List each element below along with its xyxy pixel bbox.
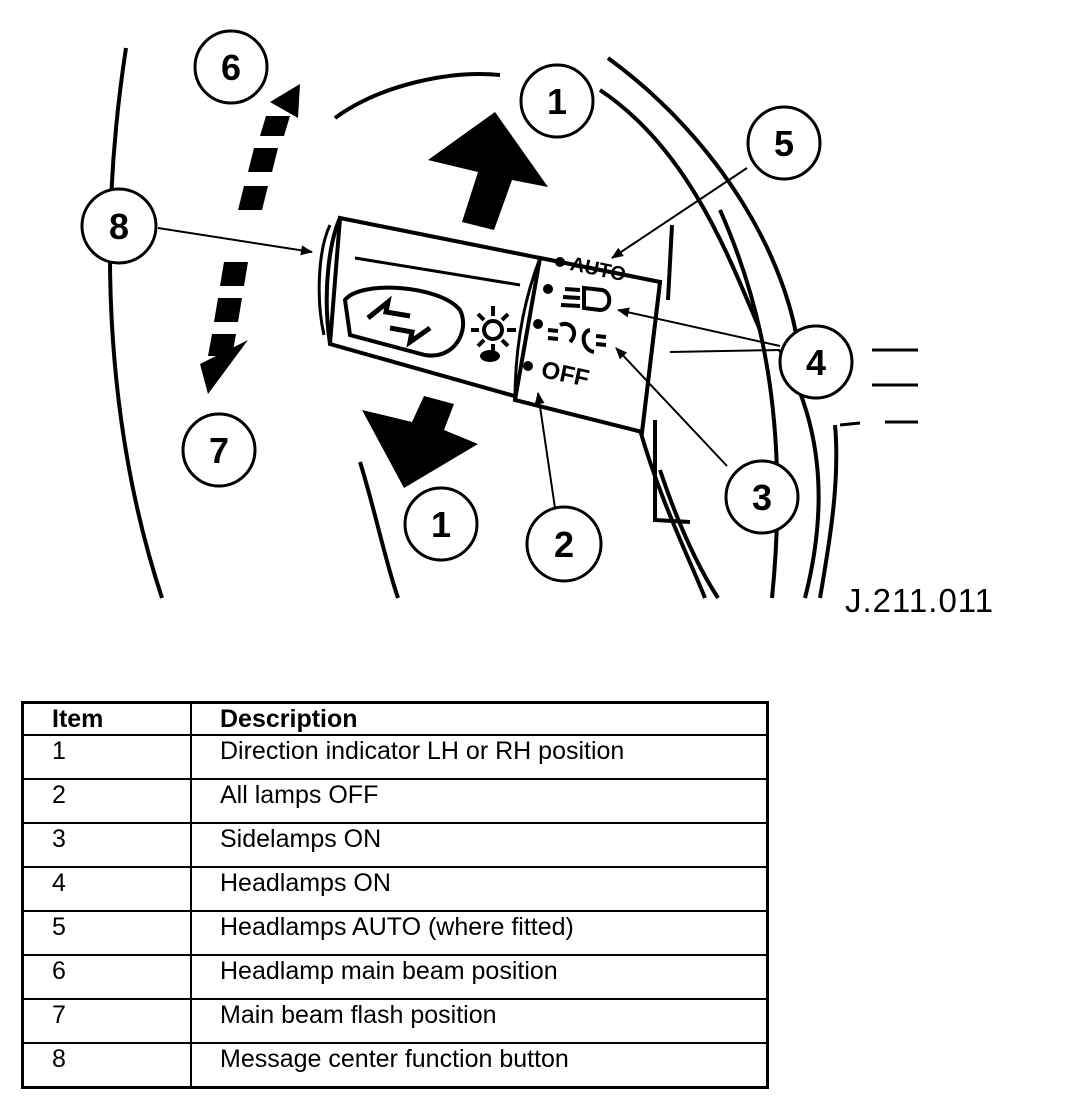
legend-header-row: Item Description (21, 701, 769, 736)
bracket-dashes (839, 348, 918, 427)
indicator-down-arrow (362, 396, 478, 488)
item-description: Message center function button (190, 1042, 769, 1089)
table-row: 5 Headlamps AUTO (where fitted) (21, 910, 769, 956)
sidelamp-icon (547, 321, 607, 354)
item-number: 4 (21, 866, 192, 912)
svg-text:2: 2 (554, 524, 574, 565)
direction-indicator-icon (366, 295, 432, 348)
table-row: 2 All lamps OFF (21, 778, 769, 824)
callout-7: 7 (181, 412, 257, 488)
leader-lines (157, 167, 781, 509)
table-row: 6 Headlamp main beam position (21, 954, 769, 1000)
callout-3: 3 (724, 459, 800, 535)
callout-1-top: 1 (519, 63, 595, 139)
figure-reference: J.211.011 (845, 582, 995, 619)
off-position-dot (523, 361, 533, 371)
callout-5: 5 (746, 105, 822, 181)
svg-text:3: 3 (752, 477, 772, 518)
item-number: 2 (21, 778, 192, 824)
item-description: Direction indicator LH or RH position (190, 734, 769, 780)
item-description: Main beam flash position (190, 998, 769, 1044)
main-beam-dashed-arrow (238, 84, 300, 210)
svg-text:5: 5 (774, 123, 794, 164)
table-row: 1 Direction indicator LH or RH position (21, 734, 769, 780)
lamp-icon (471, 306, 516, 362)
item-number: 1 (21, 734, 192, 780)
legend-table: Item Description 1 Direction indicator L… (21, 701, 769, 1089)
headlamps-position-dot (543, 284, 553, 294)
callout-6: 6 (193, 29, 269, 105)
item-number: 5 (21, 910, 192, 956)
item-description: All lamps OFF (190, 778, 769, 824)
table-row: 7 Main beam flash position (21, 998, 769, 1044)
table-row: 4 Headlamps ON (21, 866, 769, 912)
svg-text:8: 8 (109, 206, 129, 247)
item-number: 6 (21, 954, 192, 1000)
item-number: 7 (21, 998, 192, 1044)
table-row: 8 Message center function button (21, 1042, 769, 1089)
auto-position-dot (555, 257, 565, 267)
item-description: Headlamp main beam position (190, 954, 769, 1000)
callout-2: 2 (525, 505, 603, 583)
item-description: Headlamps AUTO (where fitted) (190, 910, 769, 956)
indicator-up-arrow (428, 112, 548, 230)
item-description: Sidelamps ON (190, 822, 769, 868)
svg-text:1: 1 (547, 81, 567, 122)
header-description: Description (190, 701, 769, 736)
callout-1-bottom: 1 (403, 486, 479, 562)
headlamp-icon (560, 285, 612, 313)
svg-text:7: 7 (209, 430, 229, 471)
table-row: 3 Sidelamps ON (21, 822, 769, 868)
flash-dashed-arrow (200, 262, 248, 394)
stalk-diagram: AUTO OFF 6 1 5 8 (80, 29, 918, 600)
svg-text:6: 6 (221, 47, 241, 88)
svg-text:4: 4 (806, 342, 826, 383)
callout-4: 4 (778, 324, 854, 400)
callout-8: 8 (80, 187, 158, 265)
indicator-stalk: AUTO OFF (317, 215, 663, 435)
item-number: 3 (21, 822, 192, 868)
sidelamps-position-dot (533, 319, 543, 329)
item-description: Headlamps ON (190, 866, 769, 912)
svg-text:1: 1 (431, 504, 451, 545)
item-number: 8 (21, 1042, 192, 1089)
header-item: Item (21, 701, 192, 736)
